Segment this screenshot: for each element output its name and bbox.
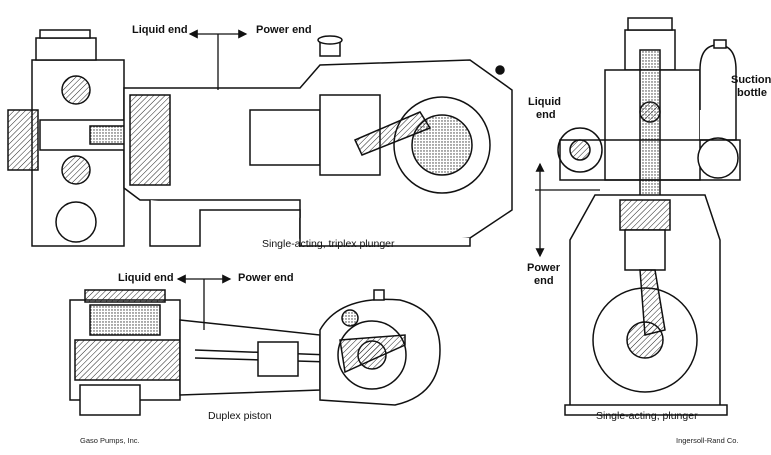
- vertical-plunger-pump-drawing: [557, 17, 741, 416]
- credit-ingersoll-rand: Ingersoll-Rand Co.: [676, 436, 739, 445]
- right-power-end-label-line1: Power: [527, 262, 561, 274]
- right-liquid-end-label-line2: end: [536, 109, 556, 121]
- liquid-power-arrows: [176, 29, 600, 330]
- top-liquid-end-label: Liquid end: [132, 24, 188, 36]
- suction-bottle-label-line2: bottle: [737, 87, 767, 99]
- right-liquid-end-label-line1: Liquid: [528, 96, 561, 108]
- right-pump-caption: Single-acting, plunger: [596, 410, 698, 422]
- right-power-end-label-line2: end: [534, 275, 554, 287]
- duplex-piston-pump-drawing: [69, 289, 441, 416]
- top-power-end-label: Power end: [256, 24, 312, 36]
- suction-bottle-label-line1: Suction: [731, 74, 771, 86]
- bottom-liquid-end-label: Liquid end: [118, 272, 174, 284]
- triplex-plunger-pump-drawing: [7, 29, 513, 247]
- credit-gaso-pumps: Gaso Pumps, Inc.: [80, 436, 140, 445]
- top-pump-caption: Single-acting, triplex plunger: [262, 238, 395, 250]
- bottom-power-end-label: Power end: [238, 272, 294, 284]
- bottom-pump-caption: Duplex piston: [208, 410, 272, 422]
